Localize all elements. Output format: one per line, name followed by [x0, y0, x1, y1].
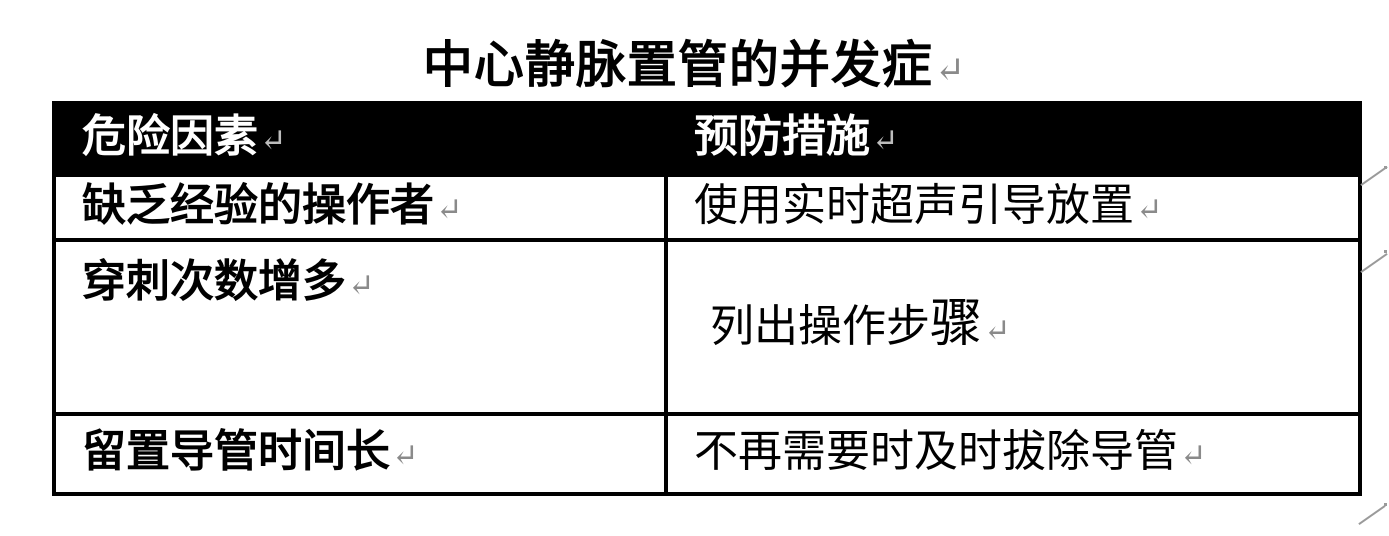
- paragraph-mark-icon: ↵: [1180, 438, 1207, 474]
- prevention-text-last-char: 骤: [930, 293, 983, 354]
- risk-factor-cell[interactable]: 缺乏经验的操作者↵: [52, 173, 668, 242]
- row-end-dot-icon: [1384, 250, 1387, 253]
- header-label-risk-factors: 危险因素: [82, 111, 258, 162]
- risk-factor-cell[interactable]: 留置导管时间长↵: [52, 412, 668, 496]
- prevention-cell[interactable]: 不再需要时及时拔除导管↵: [664, 412, 1362, 496]
- risk-factor-cell[interactable]: 穿刺次数增多↵: [52, 238, 668, 416]
- document-title: 中心静脉置管的并发症↵: [0, 30, 1389, 106]
- row-end-marker-icon: [1360, 166, 1388, 186]
- row-end-marker-icon: [1360, 253, 1388, 273]
- row-end-dot-icon: [1384, 503, 1387, 506]
- row-end-dot-icon: [1384, 166, 1387, 169]
- paragraph-mark-icon: ↵: [392, 438, 419, 474]
- paragraph-mark-icon: ↵: [260, 123, 287, 159]
- table-header-row: 危险因素↵ 预防措施↵: [52, 101, 1362, 177]
- prevention-text: 使用实时超声引导放置: [694, 179, 1134, 231]
- risk-factor-text: 留置导管时间长: [82, 426, 390, 477]
- prevention-text: 列出操作步: [710, 300, 930, 352]
- paragraph-mark-icon: ↵: [934, 50, 967, 91]
- paragraph-mark-icon: ↵: [1136, 191, 1163, 228]
- table-row: 缺乏经验的操作者↵ 使用实时超声引导放置↵: [52, 173, 1362, 242]
- complications-table: 危险因素↵ 预防措施↵ 缺乏经验的操作者↵ 使用实时超声引导放置↵ 穿刺次数增多…: [52, 101, 1362, 496]
- table-row: 穿刺次数增多↵ 列出操作步骤↵: [52, 238, 1362, 416]
- risk-factor-text: 穿刺次数增多: [82, 256, 346, 307]
- header-cell-risk-factors[interactable]: 危险因素↵: [52, 101, 668, 177]
- paragraph-mark-icon: ↵: [436, 191, 463, 228]
- risk-factor-text: 缺乏经验的操作者: [82, 179, 434, 231]
- row-end-marker-icon: [1358, 505, 1386, 525]
- prevention-cell[interactable]: 列出操作步骤↵: [664, 238, 1362, 416]
- header-cell-prevention[interactable]: 预防措施↵: [664, 101, 1362, 177]
- prevention-cell[interactable]: 使用实时超声引导放置↵: [664, 173, 1362, 242]
- paragraph-mark-icon: ↵: [984, 312, 1011, 349]
- header-label-prevention: 预防措施: [694, 111, 870, 162]
- prevention-text: 不再需要时及时拔除导管: [694, 426, 1178, 477]
- paragraph-mark-icon: ↵: [872, 123, 899, 159]
- table-row: 留置导管时间长↵ 不再需要时及时拔除导管↵: [52, 412, 1362, 496]
- paragraph-mark-icon: ↵: [348, 268, 375, 304]
- document-title-text: 中心静脉置管的并发症: [422, 35, 933, 94]
